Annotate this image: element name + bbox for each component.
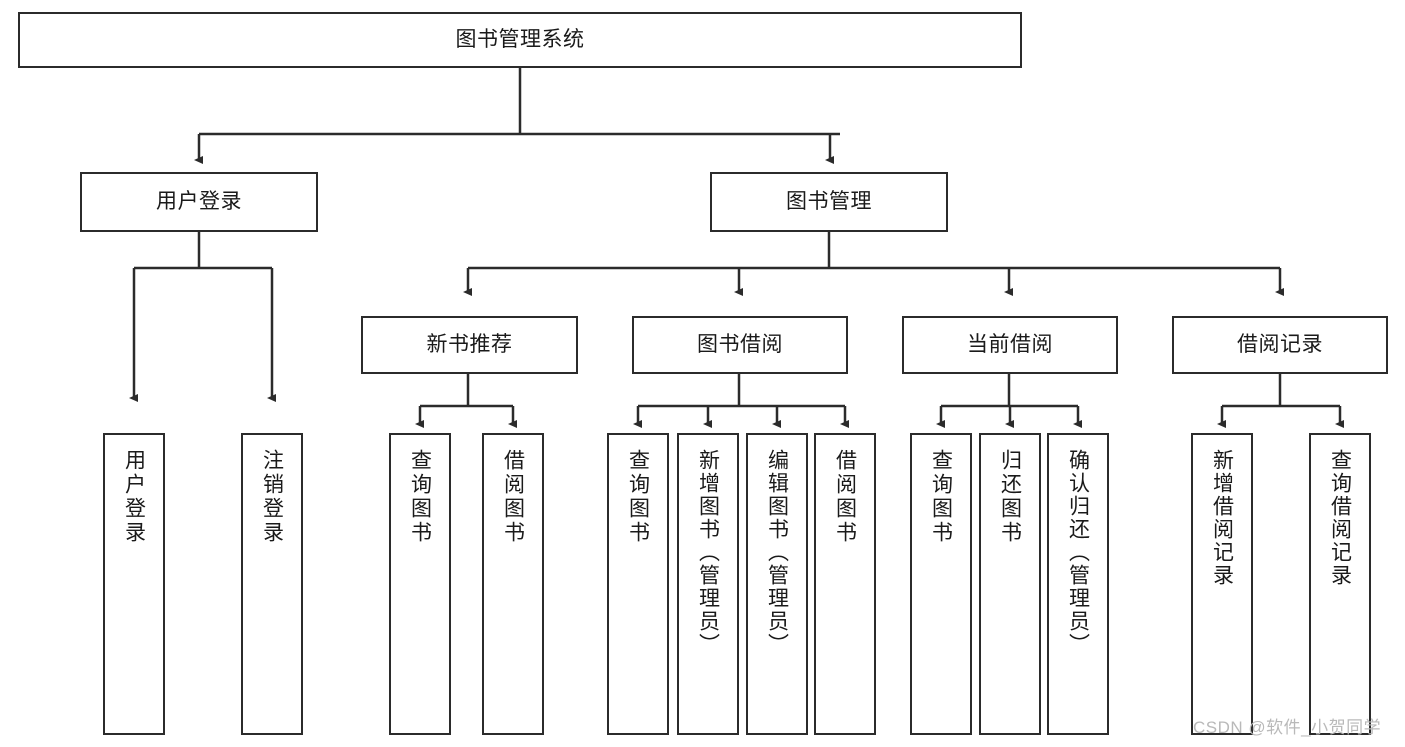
node-book-manage-label: 图书管理 — [786, 190, 872, 214]
node-leaf-borrow-book-1[interactable]: 借阅图书 — [482, 433, 544, 735]
node-leaf-add-book[interactable]: 新增图书（管理员） — [677, 433, 739, 735]
node-user-login-label: 用户登录 — [156, 190, 242, 214]
node-leaf-borrow-book-2[interactable]: 借阅图书 — [814, 433, 876, 735]
node-leaf-query-book-1-label: 查询图书 — [408, 449, 432, 545]
node-borrow-record-label: 借阅记录 — [1237, 333, 1323, 357]
node-current-borrow[interactable]: 当前借阅 — [902, 316, 1118, 374]
node-book-manage[interactable]: 图书管理 — [710, 172, 948, 232]
node-leaf-query-book-2-label: 查询图书 — [626, 449, 650, 545]
csdn-watermark: CSDN @软件_小贺同学 — [1193, 718, 1382, 737]
node-leaf-add-record[interactable]: 新增借阅记录 — [1191, 433, 1253, 735]
node-leaf-return-book[interactable]: 归还图书 — [979, 433, 1041, 735]
node-root-label: 图书管理系统 — [455, 28, 585, 52]
node-leaf-borrow-book-1-label: 借阅图书 — [501, 449, 525, 545]
node-leaf-user-logout-label: 注销登录 — [260, 449, 284, 545]
node-leaf-edit-book[interactable]: 编辑图书（管理员） — [746, 433, 808, 735]
node-leaf-borrow-book-2-label: 借阅图书 — [833, 449, 857, 545]
node-leaf-query-book-3[interactable]: 查询图书 — [910, 433, 972, 735]
node-leaf-confirm-return[interactable]: 确认归还（管理员） — [1047, 433, 1109, 735]
node-leaf-user-login-label: 用户登录 — [122, 449, 146, 545]
node-user-login[interactable]: 用户登录 — [80, 172, 318, 232]
node-leaf-add-record-label: 新增借阅记录 — [1210, 449, 1234, 587]
node-leaf-query-record[interactable]: 查询借阅记录 — [1309, 433, 1371, 735]
node-leaf-query-book-2[interactable]: 查询图书 — [607, 433, 669, 735]
node-leaf-user-logout[interactable]: 注销登录 — [241, 433, 303, 735]
node-leaf-user-login[interactable]: 用户登录 — [103, 433, 165, 735]
node-leaf-query-record-label: 查询借阅记录 — [1328, 449, 1352, 587]
node-leaf-query-book-1[interactable]: 查询图书 — [389, 433, 451, 735]
node-leaf-edit-book-label: 编辑图书（管理员） — [765, 449, 789, 656]
node-book-borrow[interactable]: 图书借阅 — [632, 316, 848, 374]
node-leaf-return-book-label: 归还图书 — [998, 449, 1022, 545]
node-leaf-query-book-3-label: 查询图书 — [929, 449, 953, 545]
node-new-book-rec-label: 新书推荐 — [426, 333, 513, 357]
node-root[interactable]: 图书管理系统 — [18, 12, 1022, 68]
node-current-borrow-label: 当前借阅 — [967, 333, 1053, 357]
node-book-borrow-label: 图书借阅 — [697, 333, 783, 357]
node-new-book-rec[interactable]: 新书推荐 — [361, 316, 578, 374]
node-leaf-add-book-label: 新增图书（管理员） — [696, 449, 720, 656]
node-leaf-confirm-return-label: 确认归还（管理员） — [1066, 449, 1090, 656]
node-borrow-record[interactable]: 借阅记录 — [1172, 316, 1388, 374]
